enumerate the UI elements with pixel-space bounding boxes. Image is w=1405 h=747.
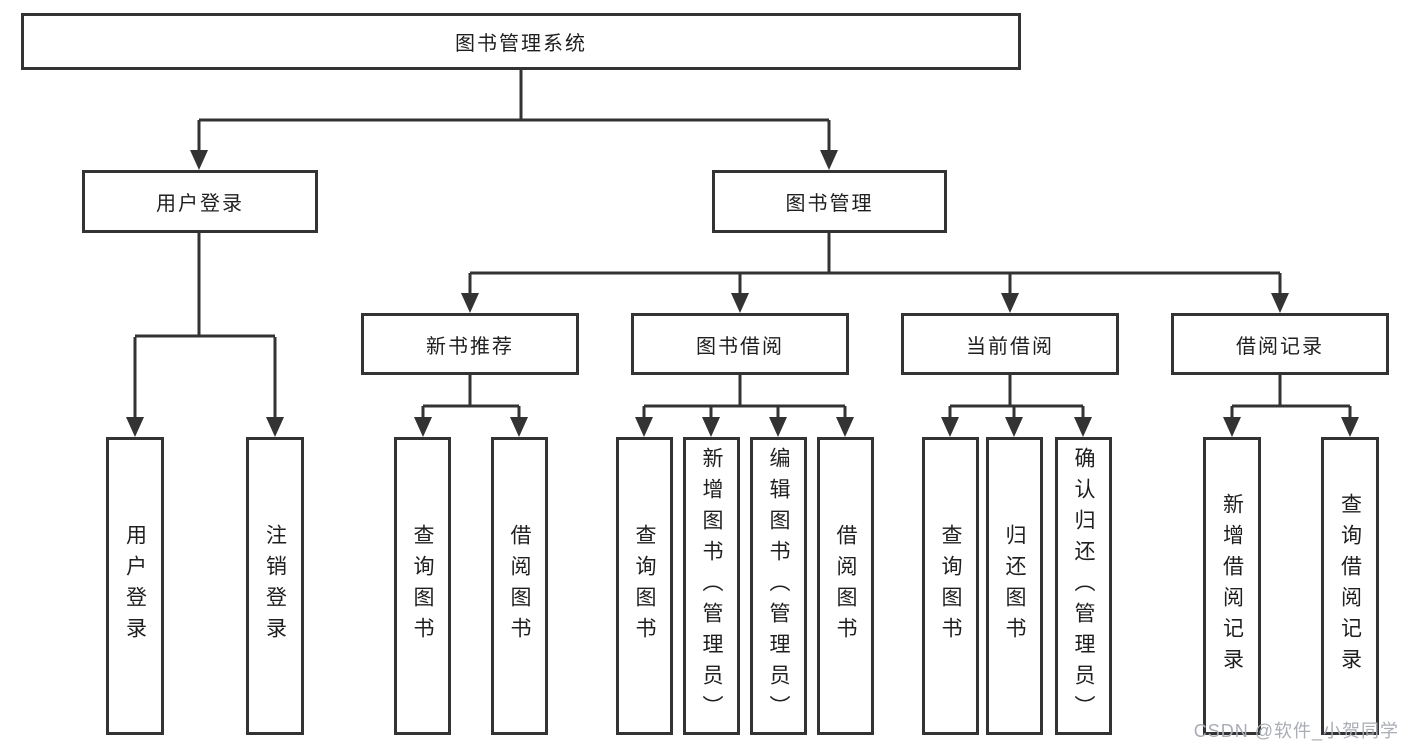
leaf-query-borrow-record-label: 查询借阅记录 bbox=[1338, 493, 1362, 679]
node-user-login-label: 用户登录 bbox=[156, 193, 244, 215]
leaf-borrow-book-recommend: 借阅图书 bbox=[491, 437, 548, 735]
leaf-add-borrow-record: 新增借阅记录 bbox=[1203, 437, 1261, 735]
node-new-book-recommend-label: 新书推荐 bbox=[426, 335, 514, 358]
node-borrow-records: 借阅记录 bbox=[1171, 313, 1389, 375]
leaf-user-login-label: 用户登录 bbox=[123, 524, 147, 648]
leaf-borrow-book: 借阅图书 bbox=[817, 437, 874, 735]
arrowhead-icon bbox=[461, 293, 479, 313]
leaf-edit-book-admin: 编辑图书（管理员） bbox=[750, 437, 807, 735]
leaf-return-book: 归还图书 bbox=[986, 437, 1043, 735]
arrowhead-icon bbox=[510, 417, 528, 437]
arrowhead-icon bbox=[1001, 293, 1019, 313]
arrowhead-icon bbox=[190, 150, 208, 170]
leaf-query-book-recommend: 查询图书 bbox=[394, 437, 451, 735]
leaf-query-book-borrow: 查询图书 bbox=[616, 437, 673, 735]
node-current-borrow-label: 当前借阅 bbox=[966, 335, 1054, 358]
leaf-query-book-borrow-label: 查询图书 bbox=[633, 524, 656, 648]
leaf-query-book-recommend-label: 查询图书 bbox=[411, 524, 434, 648]
leaf-query-book-current: 查询图书 bbox=[922, 437, 979, 735]
leaf-borrow-book-label: 借阅图书 bbox=[834, 524, 857, 648]
leaf-edit-book-admin-label: 编辑图书（管理员） bbox=[767, 446, 790, 726]
node-book-borrow-label: 图书借阅 bbox=[696, 335, 784, 358]
arrowhead-icon bbox=[266, 417, 284, 437]
arrowheads bbox=[126, 120, 1359, 437]
arrowhead-icon bbox=[702, 417, 720, 437]
leaf-logout-label: 注销登录 bbox=[263, 524, 287, 648]
arrowhead-icon bbox=[820, 150, 838, 170]
node-book-management: 图书管理 bbox=[712, 170, 947, 233]
node-current-borrow: 当前借阅 bbox=[901, 313, 1119, 375]
node-root: 图书管理系统 bbox=[21, 13, 1021, 70]
arrowhead-icon bbox=[1341, 417, 1359, 437]
leaf-logout: 注销登录 bbox=[246, 437, 304, 735]
node-book-borrow: 图书借阅 bbox=[631, 313, 849, 375]
node-new-book-recommend: 新书推荐 bbox=[361, 313, 579, 375]
arrowhead-icon bbox=[731, 293, 749, 313]
leaf-add-book-admin-label: 新增图书（管理员） bbox=[700, 446, 723, 726]
node-root-label: 图书管理系统 bbox=[455, 33, 587, 55]
leaf-return-book-label: 归还图书 bbox=[1003, 524, 1026, 648]
leaf-query-borrow-record: 查询借阅记录 bbox=[1321, 437, 1379, 735]
arrowhead-icon bbox=[126, 417, 144, 437]
csdn-watermark: CSDN @软件_小贺同学 bbox=[1193, 721, 1399, 741]
arrowhead-icon bbox=[635, 417, 653, 437]
arrowhead-icon bbox=[941, 417, 959, 437]
arrowhead-icon bbox=[1074, 417, 1092, 437]
arrowhead-icon bbox=[1005, 417, 1023, 437]
arrowhead-icon bbox=[1271, 293, 1289, 313]
node-user-login: 用户登录 bbox=[82, 170, 318, 233]
arrowhead-icon bbox=[836, 417, 854, 437]
arrowhead-icon bbox=[1223, 417, 1241, 437]
tree-connector-segments bbox=[135, 70, 1350, 408]
arrowhead-icon bbox=[414, 417, 432, 437]
leaf-confirm-return-admin: 确认归还（管理员） bbox=[1055, 437, 1112, 735]
leaf-add-book-admin: 新增图书（管理员） bbox=[683, 437, 740, 735]
leaf-borrow-book-recommend-label: 借阅图书 bbox=[508, 524, 531, 648]
node-borrow-records-label: 借阅记录 bbox=[1236, 335, 1324, 358]
leaf-confirm-return-admin-label: 确认归还（管理员） bbox=[1072, 446, 1095, 726]
leaf-query-book-current-label: 查询图书 bbox=[939, 524, 962, 648]
leaf-add-borrow-record-label: 新增借阅记录 bbox=[1220, 493, 1244, 679]
leaf-user-login: 用户登录 bbox=[106, 437, 164, 735]
arrowhead-icon bbox=[769, 417, 787, 437]
node-book-management-label: 图书管理 bbox=[785, 193, 874, 215]
